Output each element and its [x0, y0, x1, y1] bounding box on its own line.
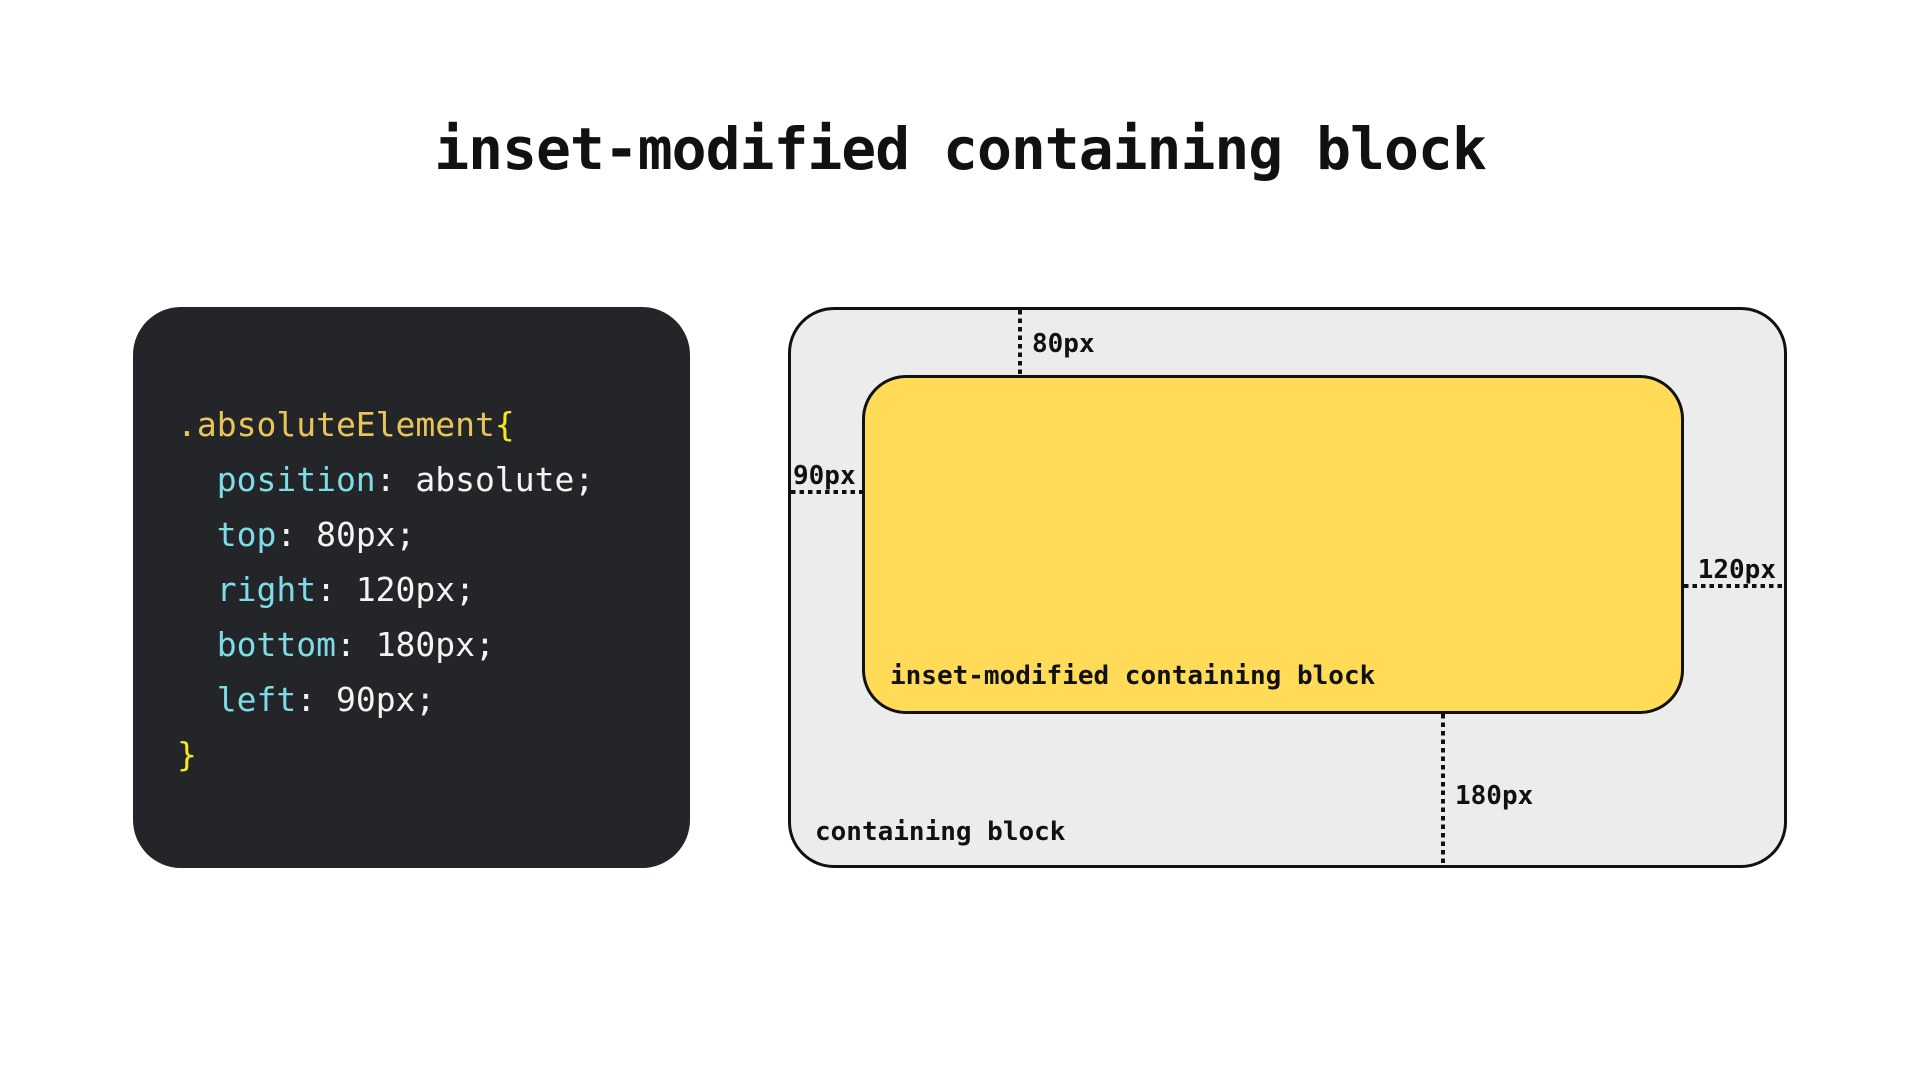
css-property: top: [216, 515, 277, 554]
inset-modified-containing-block: inset-modified containing block: [862, 375, 1684, 714]
close-brace: }: [177, 735, 197, 774]
css-value: : absolute;: [375, 460, 595, 499]
css-property: right: [216, 570, 317, 609]
page-title: inset-modified containing block: [434, 115, 1487, 183]
code-panel: .absoluteElement{position: absolute;top:…: [133, 307, 690, 868]
css-property: bottom: [216, 625, 336, 664]
bottom-measure-line: [1441, 714, 1445, 865]
css-value: : 80px;: [276, 515, 416, 554]
code-line-top: top: 80px;: [177, 507, 680, 562]
right-measure-label: 120px: [1697, 555, 1776, 585]
code-line-left: left: 90px;: [177, 672, 680, 727]
code-line-position: position: absolute;: [177, 452, 680, 507]
containing-block-label: containing block: [815, 817, 1066, 847]
containing-block: inset-modified containing block containi…: [788, 307, 1787, 868]
open-brace: {: [494, 405, 515, 444]
bottom-measure-label: 180px: [1455, 781, 1534, 811]
css-property: left: [216, 680, 297, 719]
css-code: .absoluteElement{position: absolute;top:…: [133, 307, 690, 782]
top-measure-line: [1018, 310, 1022, 375]
left-measure-label: 90px: [793, 461, 856, 491]
css-value: : 120px;: [316, 570, 476, 609]
inset-block-label: inset-modified containing block: [890, 661, 1376, 691]
css-property: position: [216, 460, 376, 499]
css-value: : 90px;: [296, 680, 436, 719]
code-line-selector: .absoluteElement{: [177, 397, 680, 452]
css-selector: .absoluteElement: [177, 405, 495, 444]
code-line-bottom: bottom: 180px;: [177, 617, 680, 672]
css-value: : 180px;: [335, 625, 495, 664]
code-line-right: right: 120px;: [177, 562, 680, 617]
right-measure-line: [1684, 584, 1784, 588]
top-measure-label: 80px: [1032, 329, 1095, 359]
code-line-close: }: [177, 727, 680, 782]
left-measure-line: [791, 490, 862, 494]
